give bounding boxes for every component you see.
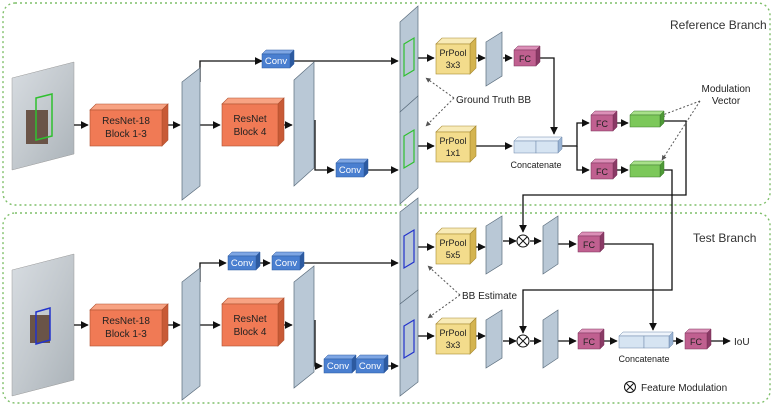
fc-test-final: FC — [684, 328, 712, 350]
feature-map-test-2 — [293, 265, 315, 389]
resnet18-block-reference: ResNet-18 Block 1-3 — [89, 103, 169, 147]
conv-ref-top: Conv — [261, 49, 295, 69]
reference-image — [11, 61, 75, 171]
block13-label: Block 1-3 — [105, 329, 147, 340]
feature-modulation-icon — [516, 334, 530, 348]
prpool-blocks: PrPool 3x3 PrPool 1x1 PrPool 5x5 PrPool … — [435, 37, 477, 355]
small-map-test-a — [485, 215, 503, 275]
bb-estimate-bottom — [403, 318, 415, 360]
resnet18-label: ResNet-18 — [102, 116, 150, 127]
resnet-block4-reference: ResNet Block 4 — [221, 97, 285, 147]
feature-modulation-icon — [516, 234, 530, 248]
conv-ref-bottom: Conv — [335, 158, 369, 178]
feature-map-test-pool-bottom — [399, 289, 419, 397]
svg-text:Conv: Conv — [275, 258, 297, 269]
svg-text:PrPool: PrPool — [439, 238, 466, 248]
resnet18-block-test: ResNet-18 Block 1-3 — [89, 303, 169, 347]
prpool-test-3x3: PrPool 3x3 — [435, 317, 477, 355]
conv-test-bottom-2: Conv — [355, 354, 389, 374]
test-branch-label: Test Branch — [693, 231, 756, 245]
iou-label: IoU — [734, 337, 750, 348]
svg-text:FC: FC — [583, 240, 595, 250]
fc-blocks: FC FC FC FC FC — [513, 45, 712, 350]
fc-ref-mod-2: FC — [590, 158, 618, 180]
svg-text:3x3: 3x3 — [446, 340, 461, 350]
conv-test-top-1: Conv — [227, 251, 261, 271]
feature-map-ref-2 — [293, 61, 315, 187]
reference-branch-frame — [2, 2, 771, 206]
block13-label: Block 1-3 — [105, 129, 147, 140]
concatenate-test: Concatenate — [618, 331, 674, 364]
small-map-test-b2 — [542, 309, 559, 369]
svg-text:PrPool: PrPool — [439, 136, 466, 146]
test-branch-frame — [2, 212, 771, 404]
modulation-vector-label-2: Vector — [712, 96, 741, 107]
block4-label: Block 4 — [234, 127, 267, 138]
feature-modulation-label: Feature Modulation — [641, 383, 727, 394]
svg-text:PrPool: PrPool — [439, 48, 466, 58]
svg-text:1x1: 1x1 — [446, 148, 461, 158]
bb-estimate-label: BB Estimate — [462, 291, 517, 302]
resnet-label: ResNet — [233, 114, 267, 125]
conv-test-top-2: Conv — [271, 251, 305, 271]
annotation-leaders — [425, 77, 701, 319]
feature-map-ref-pool-bottom — [399, 95, 419, 205]
svg-text:Conv: Conv — [359, 361, 381, 372]
block4-label: Block 4 — [234, 327, 267, 338]
modulation-vector-2 — [629, 160, 665, 178]
feature-map-ref-1 — [181, 67, 201, 201]
ground-truth-bb-label: Ground Truth BB — [456, 95, 531, 106]
concatenate-ref: Concatenate — [510, 136, 563, 170]
svg-text:FC: FC — [596, 167, 608, 177]
concatenate-label: Concatenate — [510, 160, 561, 170]
concatenate-label: Concatenate — [618, 354, 669, 364]
svg-text:5x5: 5x5 — [446, 250, 461, 260]
ground-truth-bb-bottom — [403, 128, 415, 170]
modulation-vector-1 — [629, 110, 665, 128]
fc-ref-top: FC — [513, 45, 541, 67]
svg-text:FC: FC — [519, 54, 531, 64]
small-map-test-a2 — [542, 215, 559, 275]
bb-estimate-top — [403, 228, 415, 270]
svg-text:PrPool: PrPool — [439, 328, 466, 338]
resnet18-label: ResNet-18 — [102, 316, 150, 327]
feature-map-test-1 — [181, 267, 201, 401]
test-image — [11, 253, 75, 397]
ground-truth-bb-top — [403, 36, 415, 78]
svg-text:FC: FC — [583, 337, 595, 347]
prpool-ref-3x3: PrPool 3x3 — [435, 37, 477, 75]
reference-branch-label: Reference Branch — [670, 18, 767, 32]
resnet-label: ResNet — [233, 314, 267, 325]
small-map-test-b — [485, 309, 503, 369]
resnet-block4-test: ResNet Block 4 — [221, 297, 285, 347]
svg-text:3x3: 3x3 — [446, 60, 461, 70]
feature-modulation-legend-icon — [624, 381, 636, 393]
feature-modulation-ops — [516, 234, 636, 393]
fc-test-top: FC — [577, 231, 605, 253]
svg-text:Conv: Conv — [231, 258, 253, 269]
connections — [74, 54, 731, 370]
conv-blocks: Conv Conv Conv Conv Conv — [227, 49, 389, 374]
fc-ref-mod-1: FC — [590, 110, 618, 132]
svg-text:Conv: Conv — [327, 361, 349, 372]
svg-text:FC: FC — [690, 337, 702, 347]
fc-test-bottom: FC — [577, 328, 605, 350]
feature-maps — [181, 5, 559, 401]
feature-map-test-pool-top — [399, 197, 419, 305]
small-map-ref-top — [485, 31, 503, 87]
svg-text:FC: FC — [596, 119, 608, 129]
svg-text:Conv: Conv — [265, 56, 287, 67]
prpool-test-5x5: PrPool 5x5 — [435, 227, 477, 265]
feature-map-ref-pool-top — [399, 5, 419, 113]
prpool-ref-1x1: PrPool 1x1 — [435, 125, 477, 163]
modulation-vector-label-1: Modulation — [702, 84, 751, 95]
svg-text:Conv: Conv — [339, 165, 361, 176]
modulation-vectors — [629, 110, 665, 178]
conv-test-bottom-1: Conv — [323, 354, 357, 374]
